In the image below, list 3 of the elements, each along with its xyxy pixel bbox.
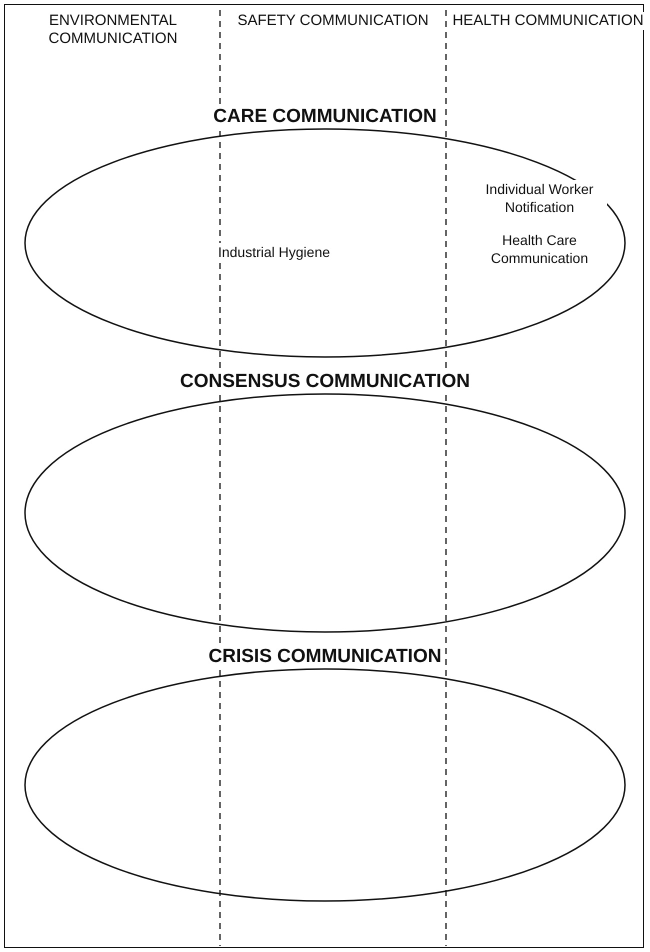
ellipse-heading: CONSENSUS COMMUNICATION xyxy=(178,371,472,392)
ellipse-heading: CRISIS COMMUNICATION xyxy=(206,646,444,667)
column-header: HEALTH COMMUNICATION xyxy=(452,12,644,30)
